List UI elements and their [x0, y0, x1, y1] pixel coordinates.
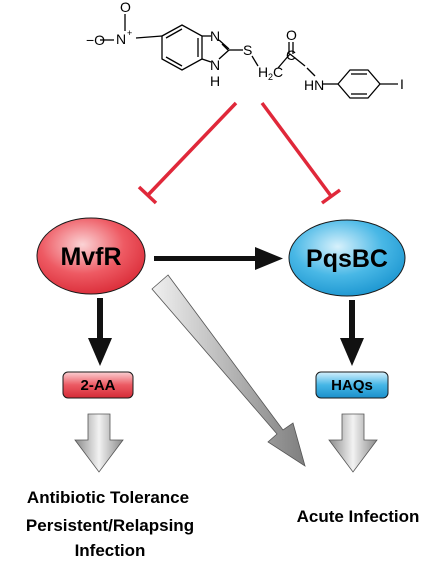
black-arrows	[88, 247, 364, 366]
haqs-box	[315, 371, 389, 399]
methylene-subscript: 2	[268, 72, 273, 82]
node-mvfr: MvfR	[36, 217, 146, 295]
amide-nh: HN	[304, 77, 324, 93]
arrow-pqsbc-to-haqs-shaft	[349, 300, 355, 340]
arrow-mvfr-to-2aa-head	[88, 338, 112, 366]
nitro-charge-plus: +	[127, 28, 132, 38]
arrow-mvfr-to-acute-infection	[151, 274, 306, 467]
arrow-pqsbc-to-haqs-head	[340, 338, 364, 366]
box-haqs: HAQs	[315, 371, 389, 399]
gray-arrows	[74, 413, 378, 473]
methylene-h: H	[258, 64, 268, 80]
iodine-atom: I	[400, 76, 404, 92]
compound-structure	[100, 14, 398, 99]
sulfur-atom: S	[243, 42, 252, 58]
diagonal-gray-arrow	[151, 274, 306, 467]
outcome-right: Acute Infection	[297, 507, 420, 526]
2aa-box	[62, 371, 134, 399]
2aa-label: 2-AA	[80, 377, 115, 394]
nitro-oxygen-minus: −O	[86, 32, 105, 48]
nitro-nitrogen: N	[116, 31, 126, 47]
mvfr-ellipse	[36, 217, 146, 295]
outcome-left: Antibiotic Tolerance Persistent/Relapsin…	[26, 488, 194, 560]
mvfr-label: MvfR	[60, 243, 121, 271]
haqs-label: HAQs	[331, 377, 373, 394]
arrow-haqs-to-outcome	[328, 413, 378, 473]
carbonyl-oxygen: O	[286, 27, 297, 43]
ring-hydrogen: H	[210, 73, 220, 89]
box-2aa: 2-AA	[62, 371, 134, 399]
node-pqsbc: PqsBC	[288, 219, 406, 297]
compound-labels: −O N + O N N H S H 2 C C O HN I	[86, 0, 404, 93]
outcome-acute-infection: Acute Infection	[297, 507, 420, 526]
carbonyl-carbon: C	[286, 47, 296, 63]
pqsbc-ellipse	[288, 219, 406, 297]
arrow-2aa-to-outcome	[74, 413, 124, 473]
arrow-mvfr-to-pqsbc-head	[255, 247, 283, 270]
inhibition-bar-mvfr	[137, 185, 158, 205]
outcome-infection: Infection	[75, 541, 146, 560]
inhibition-lines	[137, 101, 342, 205]
ring-nitrogen-top: N	[210, 28, 220, 44]
arrow-mvfr-to-2aa-shaft	[97, 298, 103, 340]
ring-nitrogen-bottom: N	[210, 57, 220, 73]
arrow-mvfr-to-pqsbc-shaft	[154, 256, 257, 261]
methylene-c: C	[273, 64, 283, 80]
pqsbc-label: PqsBC	[306, 245, 388, 273]
benzene-ring	[161, 24, 203, 71]
nitro-oxygen: O	[120, 0, 131, 15]
inhibition-line-pqsbc	[260, 101, 333, 198]
inhibition-line-mvfr	[146, 101, 238, 197]
outcome-persistent-relapsing: Persistent/Relapsing	[26, 516, 194, 535]
outcome-antibiotic-tolerance: Antibiotic Tolerance	[27, 488, 189, 507]
inhibition-bar-pqsbc	[320, 188, 342, 205]
